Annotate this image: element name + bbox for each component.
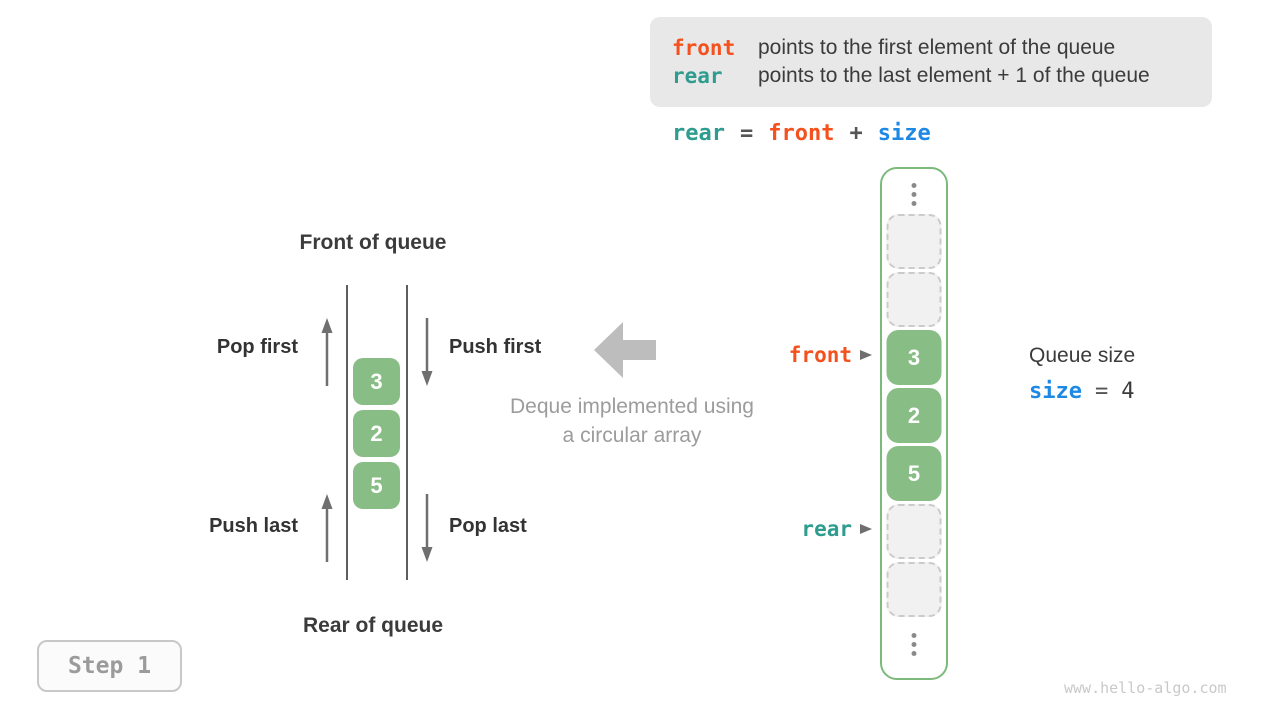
pop-last-down-arrow-icon	[421, 494, 433, 562]
array-cell-empty	[886, 504, 942, 559]
rear-pointer-label: rear	[801, 517, 852, 541]
push-first-label: Push first	[449, 336, 542, 358]
push-first-down-arrow-icon	[421, 318, 433, 386]
formula: rear = front + size	[672, 121, 931, 146]
size-value: 4	[1121, 379, 1135, 404]
legend-line-rear: rear points to the last element + 1 of t…	[672, 64, 1212, 88]
step-button[interactable]: Step 1	[37, 640, 182, 692]
circular-array: 3 2 5	[880, 167, 948, 680]
legend-front-text: points to the first element of the queue	[758, 36, 1116, 59]
array-cell: 3	[886, 330, 942, 385]
queue-channel-left-line	[346, 285, 348, 580]
rear-of-queue-label: Rear of queue	[302, 614, 444, 637]
formula-plus: +	[849, 121, 863, 146]
formula-size: size	[877, 121, 931, 146]
right-arrowhead-icon	[860, 350, 872, 360]
queue-channel-right-line	[406, 285, 408, 580]
ellipsis-bottom-icon	[911, 633, 917, 656]
queue-element-stack: 3 2 5	[353, 358, 400, 509]
size-equals: =	[1094, 379, 1109, 404]
pop-first-up-arrow-icon	[321, 318, 333, 386]
pop-first-label: Pop first	[216, 336, 298, 358]
front-pointer-label: front	[788, 343, 852, 367]
ellipsis-top-icon	[911, 183, 917, 206]
array-cell-empty	[886, 562, 942, 617]
queue-element: 5	[353, 462, 400, 509]
push-last-up-arrow-icon	[321, 494, 333, 562]
front-of-queue-label: Front of queue	[299, 231, 447, 254]
array-cell: 5	[886, 446, 942, 501]
queue-element: 2	[353, 410, 400, 457]
caption-line-2: a circular array	[562, 424, 702, 447]
push-last-label: Push last	[209, 515, 298, 537]
rear-keyword: rear	[672, 64, 723, 88]
formula-rear: rear	[672, 121, 725, 146]
front-pointer: front	[720, 342, 872, 368]
array-cell-empty	[886, 214, 942, 269]
pop-last-label: Pop last	[449, 515, 527, 537]
queue-element: 3	[353, 358, 400, 405]
watermark: www.hello-algo.com	[1064, 679, 1227, 697]
right-arrowhead-icon	[860, 524, 872, 534]
diagram-caption: Deque implemented using a circular array	[510, 392, 754, 450]
size-equation: size = 4	[1029, 379, 1134, 404]
array-cell: 2	[886, 388, 942, 443]
legend-rear-text: points to the last element + 1 of the qu…	[758, 64, 1150, 87]
rear-pointer: rear	[720, 516, 872, 542]
caption-line-1: Deque implemented using	[510, 395, 754, 418]
legend-line-front: front points to the first element of the…	[672, 36, 1212, 60]
formula-front: front	[768, 121, 835, 146]
array-cell-empty	[886, 272, 942, 327]
queue-size-title: Queue size	[1029, 344, 1136, 367]
size-variable: size	[1029, 379, 1082, 404]
left-arrow-icon	[594, 322, 656, 378]
formula-equals: =	[739, 121, 754, 146]
front-keyword: front	[672, 36, 736, 60]
legend-box: front points to the first element of the…	[650, 17, 1212, 107]
